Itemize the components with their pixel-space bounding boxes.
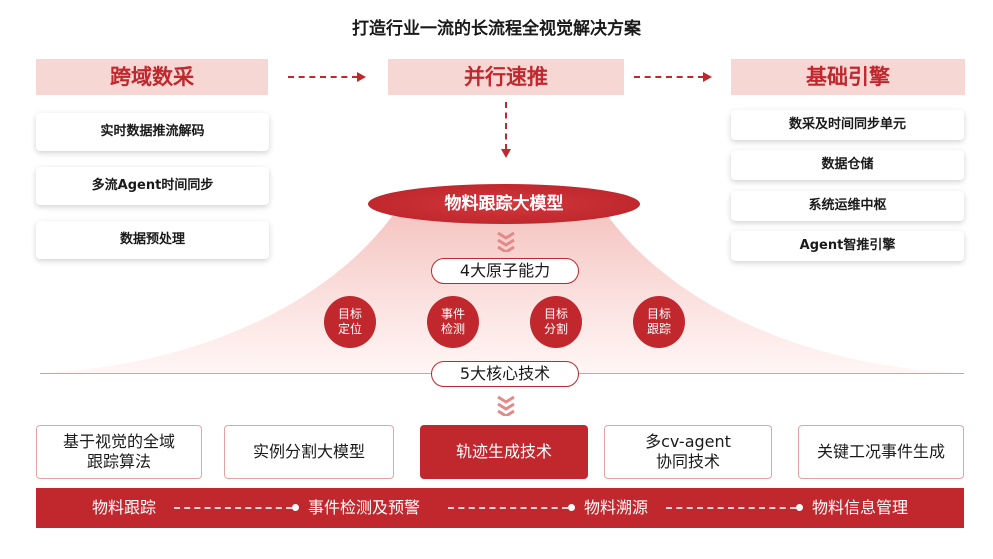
connector-dot [292, 504, 299, 511]
right-card-1: 数采及时间同步单元 [731, 110, 964, 140]
tech-multi-cv-agent: 多cv-agent 协同技术 [604, 425, 772, 479]
app-event-detection-warning: 事件检测及预警 [308, 498, 421, 517]
capability-target-tracking: 目标 跟踪 [633, 296, 685, 348]
app-material-traceability: 物料溯源 [584, 498, 649, 517]
connector-dot [568, 504, 575, 511]
header-parallel-inference: 并行速推 [388, 59, 624, 95]
right-card-3: 系统运维中枢 [731, 191, 964, 221]
left-card-1: 实时数据推流解码 [36, 113, 269, 151]
chevron-down-icon [497, 395, 515, 416]
page-title: 打造行业一流的长流程全视觉解决方案 [352, 19, 641, 39]
left-card-2: 多流Agent时间同步 [36, 167, 269, 205]
connector-dot [796, 504, 803, 511]
left-card-3: 数据预处理 [36, 221, 269, 259]
capability-target-segmentation: 目标 分割 [530, 296, 582, 348]
capability-target-location: 目标 定位 [324, 296, 376, 348]
dashed-arrow-right-1 [288, 72, 366, 82]
right-card-4: Agent智推引擎 [731, 231, 964, 261]
tech-trajectory-generation: 轨迹生成技术 [420, 425, 588, 479]
material-tracking-model: 物料跟踪大模型 [368, 184, 640, 224]
mountain-background [40, 205, 960, 373]
header-base-engine: 基础引擎 [731, 59, 965, 95]
atomic-capabilities-label: 4大原子能力 [431, 258, 579, 284]
dashed-arrow-right-2 [634, 72, 712, 82]
dashed-connector [448, 507, 568, 509]
app-material-info-management: 物料信息管理 [812, 498, 909, 517]
dashed-arrow-down [501, 102, 511, 158]
core-technologies-label: 5大核心技术 [431, 361, 579, 387]
chevron-down-icon [497, 231, 515, 252]
dashed-connector [666, 507, 796, 509]
right-card-2: 数据仓储 [731, 150, 964, 180]
app-material-tracking: 物料跟踪 [92, 498, 157, 517]
header-cross-domain-collection: 跨域数采 [36, 59, 268, 95]
dashed-connector [174, 507, 292, 509]
capability-event-detection: 事件 检测 [427, 296, 479, 348]
tech-key-event-generation: 关键工况事件生成 [798, 425, 964, 479]
applications-bar: 物料跟踪 事件检测及预警 物料溯源 物料信息管理 [36, 488, 964, 528]
tech-global-tracking-algorithm: 基于视觉的全域 跟踪算法 [36, 425, 202, 479]
tech-instance-segmentation-model: 实例分割大模型 [224, 425, 394, 479]
